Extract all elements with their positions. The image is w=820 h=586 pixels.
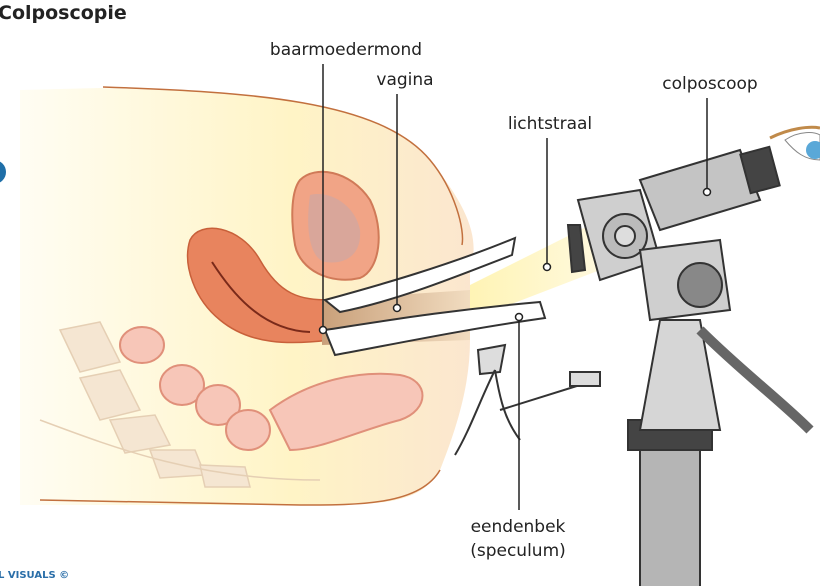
spine [39, 321, 321, 488]
bowel [119, 326, 424, 452]
light-beam [470, 225, 600, 320]
eye-icon [769, 125, 820, 161]
decorative-dot [0, 161, 6, 183]
diagram-title: Colposcopie [0, 2, 127, 24]
label-cervix: baarmoedermond [269, 40, 423, 60]
label-colposcope: colposcoop [662, 74, 758, 94]
label-speculum-alt: (speculum) [470, 541, 566, 561]
speculum [322, 236, 601, 456]
colposcope [566, 145, 814, 586]
label-light-beam: lichtstraal [507, 114, 593, 134]
bladder [291, 170, 380, 281]
leader-lines [318, 64, 712, 510]
uterus [186, 227, 331, 344]
label-speculum-name: eendenbek [470, 517, 566, 537]
credit-text: L VISUALS © [0, 570, 70, 581]
label-vagina: vagina [376, 70, 434, 90]
